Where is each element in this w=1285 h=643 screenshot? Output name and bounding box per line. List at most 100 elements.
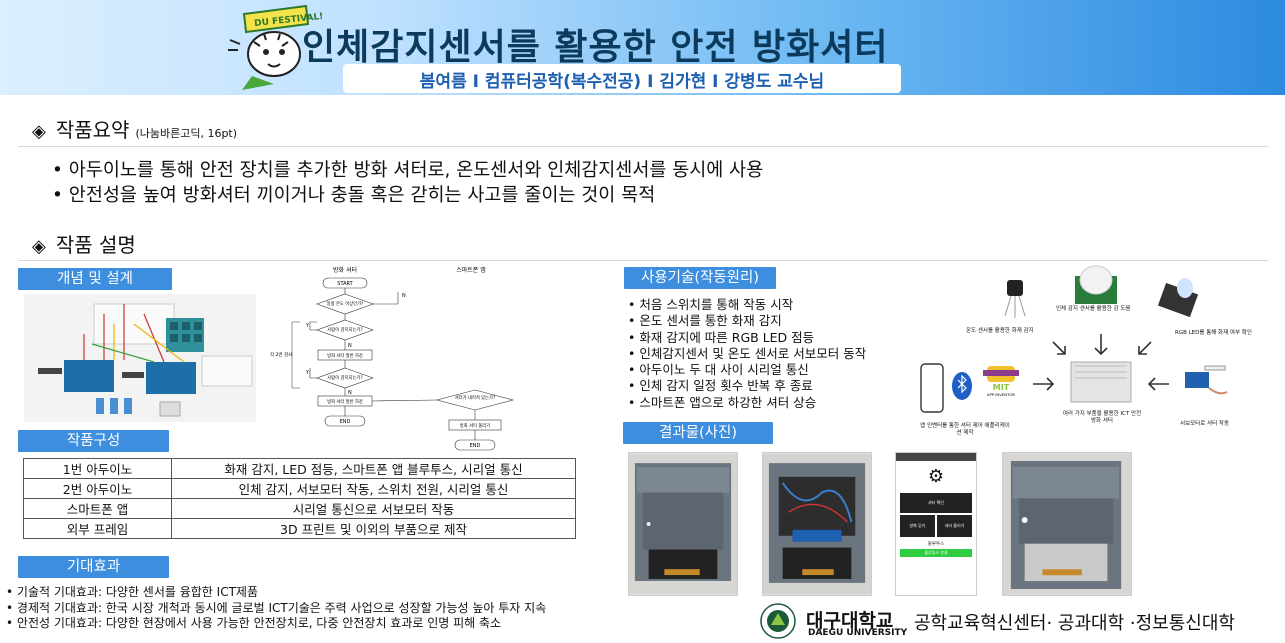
effects-item: • 안전성 기대효과: 다양한 현장에서 사용 가능한 안전장치로, 다중 안전… (6, 616, 502, 630)
flow-human1: 사람이 감지되는가? (327, 326, 362, 333)
servo-motor-image (1185, 365, 1228, 395)
arrow-icon (1033, 377, 1055, 391)
university-name: 대구대학교 (806, 610, 894, 632)
table-cell: 인체 감지, 서보모터 작동, 스위치 전원, 시리얼 통신 (171, 478, 576, 499)
flow-start: START (337, 281, 353, 287)
table-cell: 1번 아두이노 (23, 458, 172, 479)
flow-repeat: 각 2번 검사 (270, 351, 293, 358)
summary-item-text: 안전성을 높여 방화셔터 끼이거나 충돌 혹은 갇히는 사고를 줄이는 것이 목… (68, 185, 656, 206)
summary-note: (나눔바른고딕, 16pt) (135, 127, 238, 140)
effects-item-text: 경제적 기대효과: 한국 시장 개척과 동시에 글로벌 ICT기술은 주력 사업… (16, 600, 547, 615)
effects-item: • 경제적 기대효과: 한국 시장 개척과 동시에 글로벌 ICT기술은 주력 … (6, 600, 547, 615)
arrow-icon (1052, 341, 1066, 355)
page-title: 인체감지센서를 활용한 안전 방화셔터 (302, 27, 889, 68)
flow-yes-label: Y (305, 323, 310, 329)
app-button-close[interactable]: 방화 닫기 (900, 515, 935, 537)
app-bluetooth-label: 블루투스 (927, 542, 945, 547)
subtitle-box: 봄여름 I 컴퓨터공학(복수전공) I 김가현 I 강병도 교수님 (343, 64, 901, 93)
flow-human2: 사람이 감지되는가? (327, 374, 362, 381)
flow-col1: 방화 셔터 (333, 266, 357, 274)
tech-item: • 인체감지센서 및 온도 센서로 서보모터 동작 (628, 345, 867, 361)
footer-departments: 공학교육혁신센터· 공과대학 ·정보통신대학 (914, 613, 1235, 634)
table-cell: 시리얼 통신으로 서보모터 작동 (171, 498, 576, 519)
effects-list: • 기술적 기대효과: 다양한 센서를 융합한 ICT제품 • 경제적 기대효과… (6, 585, 546, 632)
technology-list: • 처음 스위치를 통해 작동 시작 • 온도 센서를 통한 화재 감지 • 화… (628, 297, 866, 411)
arrow-icon (1094, 334, 1108, 356)
app-caption: 앱 인벤터를 통한 셔터 제어 애플리케이션 제작 (920, 423, 1010, 436)
arrow-icon (1147, 377, 1169, 391)
tech-item-text: 처음 스위치를 통해 작동 시작 (639, 297, 794, 312)
flowchart: 방화 셔터 스마트폰 앱 START 일정 온도 이상인가? 사람이 감지되는가… (270, 266, 515, 451)
effects-item: • 기술적 기대효과: 다양한 센서를 융합한 ICT제품 (6, 585, 258, 599)
temp-sensor-image (1004, 280, 1026, 318)
app-connect-button[interactable]: 블루투스 연결 (900, 549, 972, 557)
tiger-mascot-image: DU FESTIVAL! (228, 4, 322, 90)
summary-heading: ◈작품요약(나눔바른고딕, 16pt) (32, 114, 237, 143)
table-cell: 외부 프레임 (23, 518, 172, 539)
tech-item-text: 온도 센서를 통한 화재 감지 (639, 313, 782, 329)
flow-app-q: 셔터가 내려져 있는가? (455, 394, 496, 401)
pir-sensor-image (1075, 265, 1117, 304)
servo-caption: 서보모터로 셔터 작동 (1180, 421, 1230, 427)
technology-label: 사용기술(작동원리) (624, 267, 776, 289)
page-subtitle: 봄여름 I 컴퓨터공학(복수전공) I 김가현 I 강병도 교수님 (419, 72, 825, 92)
tech-item: • 인체 감지 일정 횟수 반복 후 종료 (628, 378, 813, 394)
concept-label: 개념 및 설계 (18, 268, 172, 290)
result-app-screenshot: ⚙ 셔터 확인 방화 닫기 셔터 올리기 블루투스 블루투스 연결 (895, 452, 977, 596)
divider (18, 146, 1268, 147)
diamond-icon: ◈ (32, 236, 46, 257)
table-cell: 화재 감지, LED 점등, 스마트폰 앱 블루투스, 시리얼 통신 (171, 458, 576, 479)
table-cell: 3D 프린트 및 이외의 부품으로 제작 (171, 518, 576, 539)
result-photo-3 (1002, 452, 1132, 596)
summary-heading-text: 작품요약 (55, 118, 130, 142)
tech-item: • 처음 스위치를 통해 작동 시작 (628, 297, 794, 312)
tech-item-text: 인체 감지 일정 횟수 반복 후 종료 (639, 378, 813, 394)
flow-col2: 스마트폰 앱 (456, 266, 486, 274)
result-photo-1 (628, 452, 738, 596)
rgb-led-caption: RGB LED를 통해 화재 여부 확인 (1175, 330, 1252, 336)
summary-item: • 안전성을 높여 방화셔터 끼이거나 충돌 혹은 갇히는 사고를 줄이는 것이… (52, 185, 656, 206)
temp-sensor-caption: 온도 센서를 활용한 화재 감지 (966, 328, 1034, 334)
summary-list: • 아두이노를 통해 안전 장치를 추가한 방화 셔터로, 온도센서와 인체감지… (52, 158, 763, 208)
flow-no-label: N (348, 390, 352, 396)
university-name-en: DAEGU UNIVERSITY (808, 628, 908, 638)
tech-item: • 스마트폰 앱으로 하강한 셔터 상승 (628, 394, 817, 410)
gear-icon: ⚙ (927, 465, 945, 487)
university-seal-logo (760, 603, 796, 639)
rgb-led-image (1157, 278, 1199, 318)
results-label: 결과물(사진) (623, 422, 773, 444)
flow-yes-label: Y (305, 370, 310, 376)
effects-item-text: 기술적 기대효과: 다양한 센서를 융합한 ICT제품 (16, 585, 258, 599)
summary-item: • 아두이노를 통해 안전 장치를 추가한 방화 셔터로, 온도센서와 인체감지… (52, 160, 764, 181)
pir-sensor-caption: 인체 감지 센서를 활용한 감 도움 (1056, 306, 1131, 312)
tech-item-text: 스마트폰 앱으로 하강한 셔터 상승 (639, 394, 817, 410)
result-photo-2 (762, 452, 872, 596)
app-inventor-logo (983, 366, 1019, 382)
system-diagram: MIT APP INVENTOR (920, 265, 1228, 413)
tech-item-text: 화재 감지에 따른 RGB LED 점등 (639, 329, 815, 345)
description-heading-text: 작품 설명 (55, 233, 136, 257)
summary-item-text: 아두이노를 통해 안전 장치를 추가한 방화 셔터로, 온도센서와 인체감지센서… (68, 160, 764, 181)
effects-label: 기대효과 (18, 556, 169, 578)
app-button-open[interactable]: 셔터 올리기 (937, 515, 972, 537)
app-status-bar (896, 453, 976, 461)
arrow-icon (1138, 341, 1152, 355)
tech-item: • 화재 감지에 따른 RGB LED 점등 (628, 329, 815, 345)
divider (18, 260, 1268, 261)
flow-app-up: 방화 셔터 올리기 (460, 422, 490, 429)
circuit-schematic-image (24, 294, 256, 422)
description-heading: ◈ 작품 설명 (32, 229, 136, 258)
fire-shutter-image (1070, 361, 1132, 403)
app-button-check[interactable]: 셔터 확인 (900, 493, 972, 513)
flow-temp: 일정 온도 이상인가? (327, 300, 364, 307)
tech-item-text: 아두이노 두 대 사이 시리얼 통신 (639, 362, 809, 378)
tech-item-text: 인체감지센서 및 온도 센서로 서보모터 동작 (639, 345, 867, 361)
mit-text: MIT (993, 383, 1010, 392)
app-inventor-text: APP INVENTOR (987, 392, 1015, 397)
smartphone-icon (920, 363, 944, 413)
effects-item-text: 안전성 기대효과: 다양한 현장에서 사용 가능한 안전장치로, 다중 안전장치… (16, 616, 502, 630)
